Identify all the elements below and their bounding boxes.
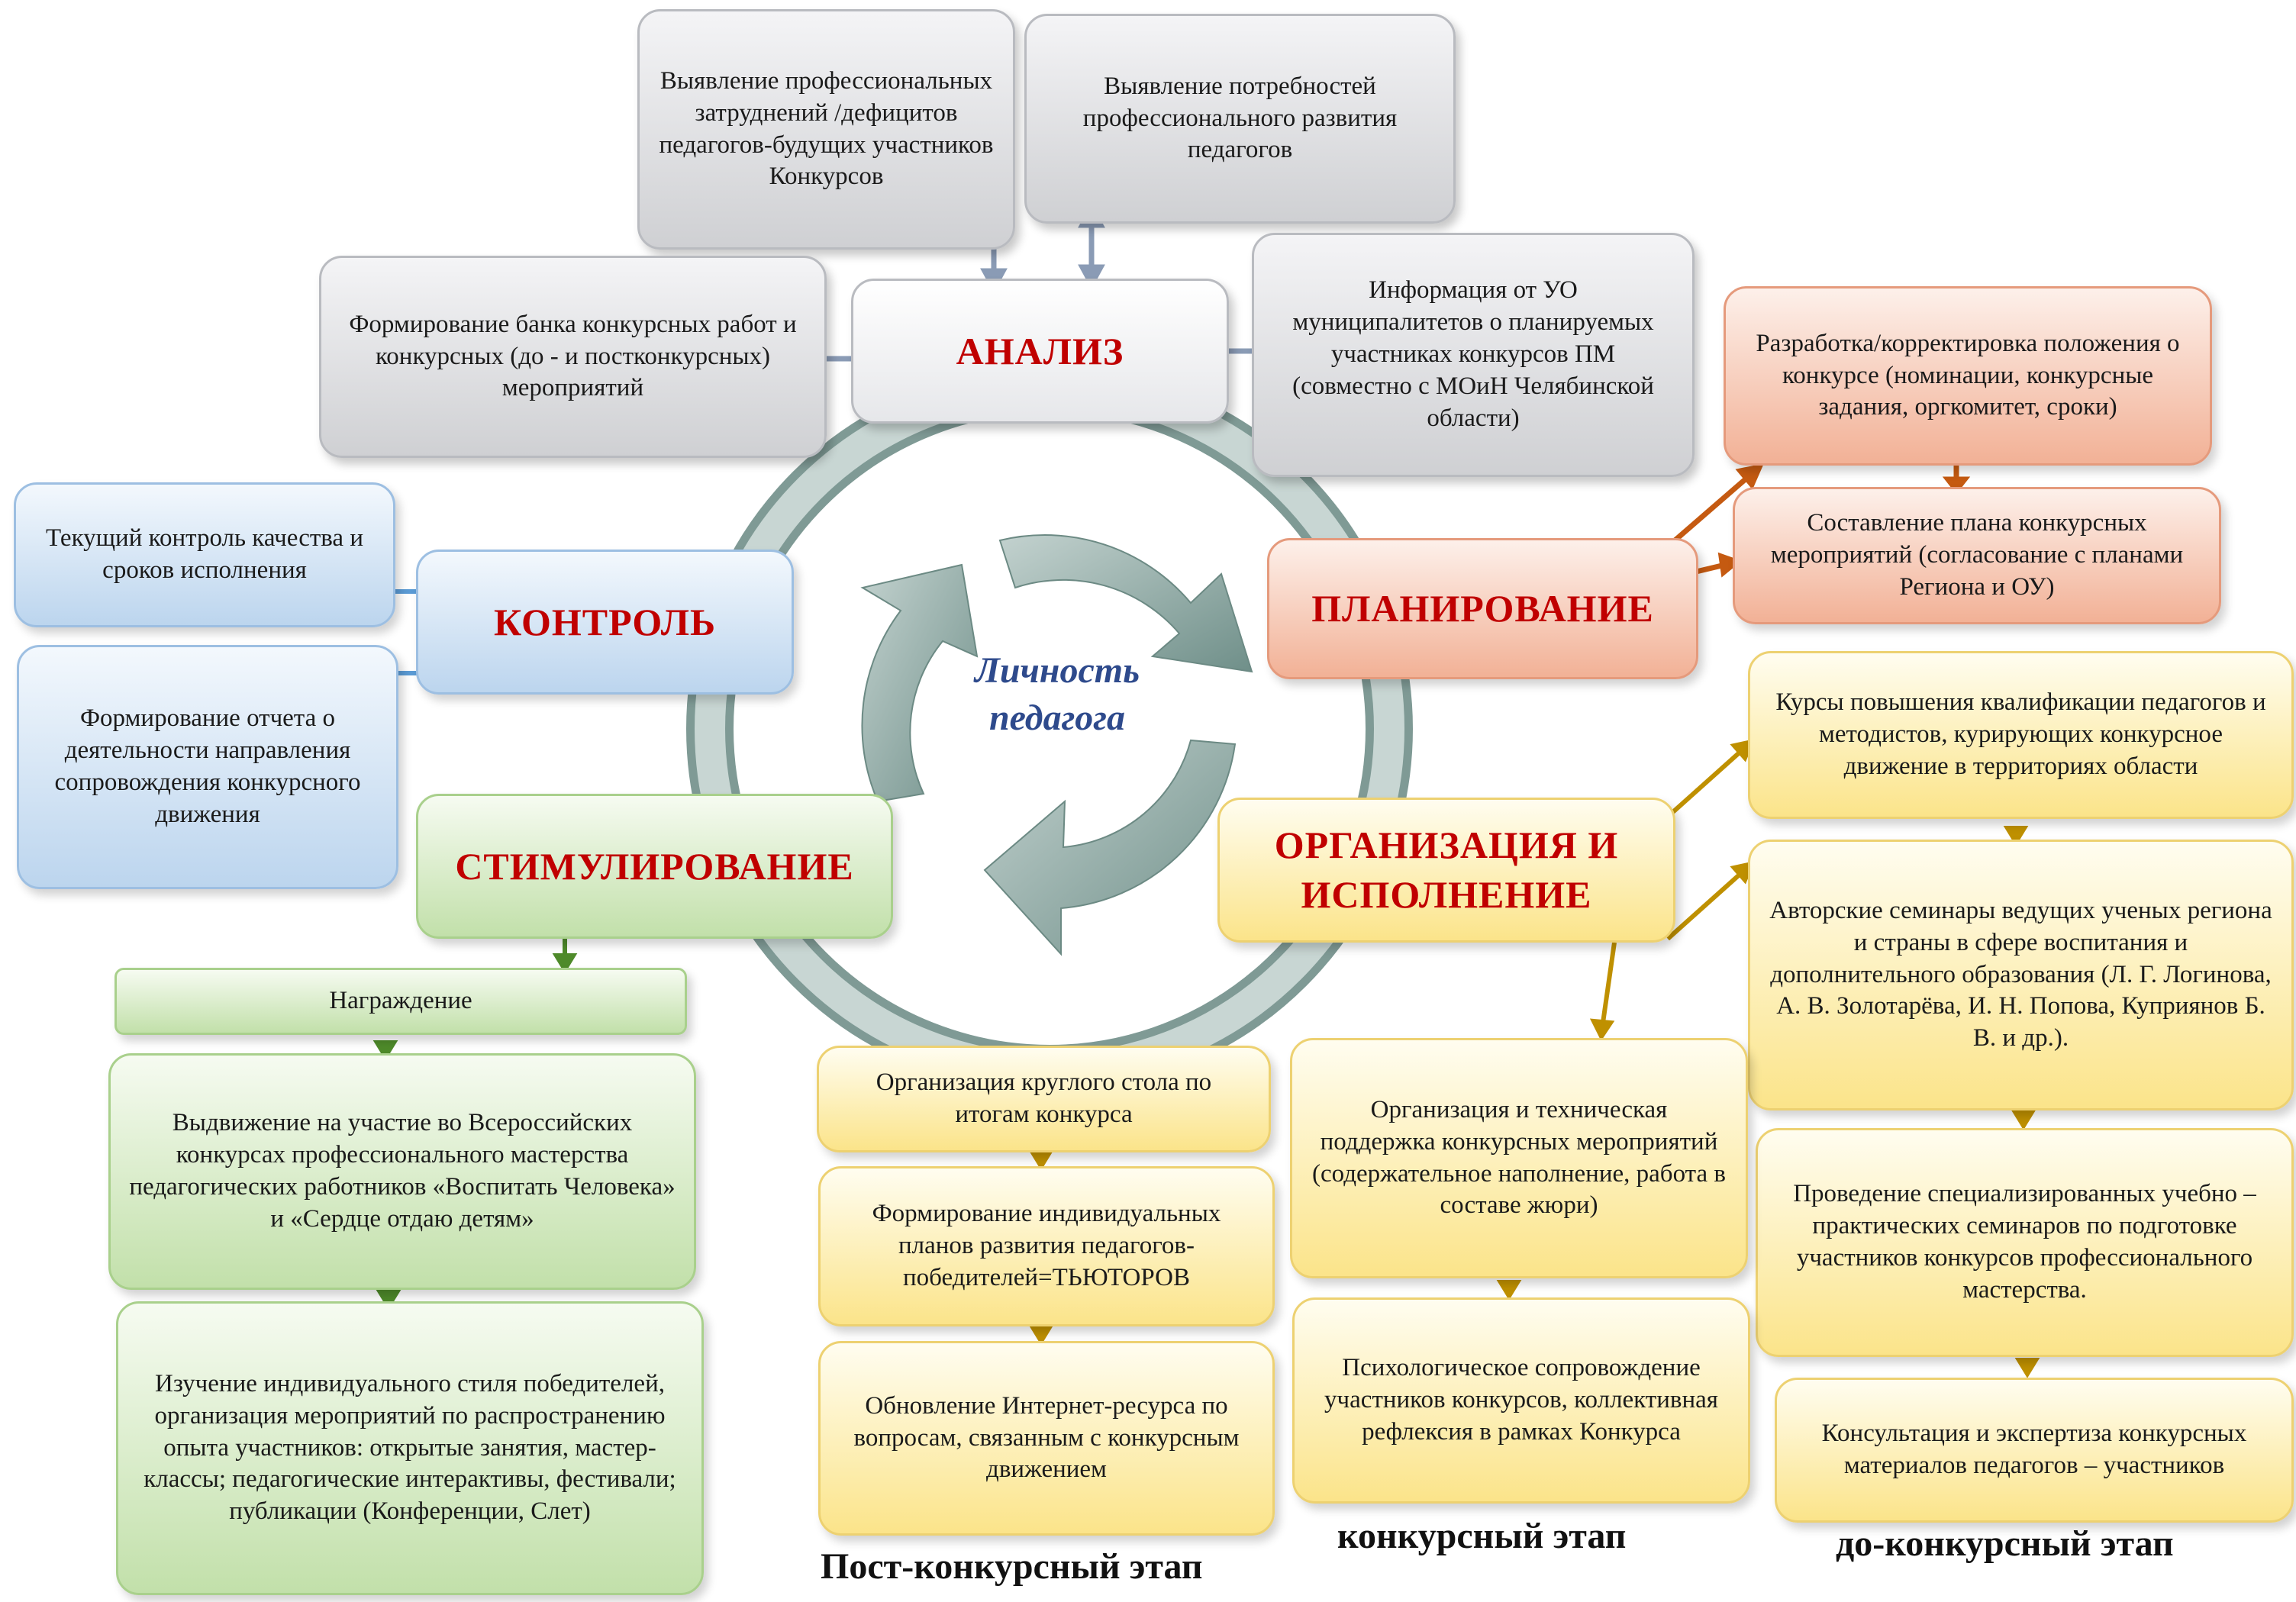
analysis-difficulties-box: Выявление профессиональных затруднений /… — [637, 9, 1015, 250]
contest-psych-text: Психологическое сопровождение участников… — [1324, 1354, 1718, 1446]
stimulation-header-box: СТИМУЛИРОВАНИЕ — [416, 794, 893, 939]
stimulation-nomination-box: Выдвижение на участие во Всероссийских к… — [108, 1053, 696, 1290]
planning-plan-box: Составление плана конкурсных мероприятий… — [1733, 487, 2221, 624]
organization-header: ОРГАНИЗАЦИЯ И ИСПОЛНЕНИЕ — [1274, 824, 1619, 916]
control-current-box: Текущий контроль качества и сроков испол… — [14, 482, 395, 627]
analysis-info-box: Информация от УО муниципалитетов о плани… — [1252, 233, 1695, 477]
pre-practical-text: Проведение специализированных учебно – п… — [1793, 1180, 2256, 1304]
control-report-box: Формирование отчета о деятельности напра… — [17, 645, 398, 889]
planning-regulation-box: Разработка/корректировка положения о кон… — [1724, 286, 2212, 466]
pre-consult-box: Консультация и экспертиза конкурсных мат… — [1775, 1378, 2294, 1523]
planning-plan-text: Составление плана конкурсных мероприятий… — [1770, 509, 2184, 601]
stimulation-study-box: Изучение индивидуального стиля победител… — [116, 1301, 704, 1595]
planning-header-box: ПЛАНИРОВАНИЕ — [1267, 538, 1698, 679]
control-header-box: КОНТРОЛЬ — [416, 550, 794, 695]
post-round-table-box: Организация круглого стола по итогам кон… — [817, 1046, 1271, 1152]
stage-label-contest: конкурсный этап — [1337, 1516, 1627, 1556]
stimulation-award-box: Награждение — [114, 968, 687, 1035]
pre-seminars-box: Авторские семинары ведущих ученых регион… — [1748, 840, 2294, 1110]
analysis-needs-text: Выявление потребностей профессионального… — [1082, 72, 1398, 164]
pre-seminars-text: Авторские семинары ведущих ученых регион… — [1769, 896, 2272, 1052]
post-plans-text: Формирование индивидуальных планов разви… — [872, 1200, 1221, 1291]
control-header: КОНТРОЛЬ — [493, 600, 717, 643]
planning-header: ПЛАНИРОВАНИЕ — [1311, 587, 1654, 630]
stimulation-award-text: Награждение — [329, 987, 472, 1015]
control-current-text: Текущий контроль качества и сроков испол… — [46, 524, 363, 584]
post-update-text: Обновление Интернет-ресурса по вопросам,… — [853, 1391, 1240, 1484]
organization-header-box: ОРГАНИЗАЦИЯ И ИСПОЛНЕНИЕ — [1217, 798, 1675, 943]
center-label: Личность педагога — [974, 650, 1140, 739]
analysis-bank-text: Формирование банка конкурсных работ и ко… — [349, 310, 797, 402]
stage-label-pre: до-конкурсный этап — [1836, 1523, 2174, 1564]
stimulation-nomination-text: Выдвижение на участие во Всероссийских к… — [129, 1109, 676, 1233]
analysis-difficulties-text: Выявление профессиональных затруднений /… — [659, 66, 994, 191]
planning-regulation-text: Разработка/корректировка положения о кон… — [1756, 329, 2180, 421]
pre-consult-text: Консультация и экспертиза конкурсных мат… — [1821, 1420, 2247, 1479]
analysis-info-text: Информация от УО муниципалитетов о плани… — [1292, 276, 1654, 432]
analysis-header-box: АНАЛИЗ — [851, 279, 1229, 424]
contest-psych-box: Психологическое сопровождение участников… — [1292, 1297, 1750, 1504]
analysis-bank-box: Формирование банка конкурсных работ и ко… — [319, 256, 827, 458]
contest-tech-text: Организация и техническая поддержка конк… — [1312, 1095, 1726, 1220]
cycle-arrows-icon — [860, 534, 1253, 956]
pre-courses-box: Курсы повышения квалификации педагогов и… — [1748, 651, 2294, 819]
control-report-text: Формирование отчета о деятельности напра… — [54, 704, 361, 828]
analysis-needs-box: Выявление потребностей профессионального… — [1024, 14, 1456, 224]
post-update-box: Обновление Интернет-ресурса по вопросам,… — [818, 1341, 1275, 1536]
analysis-header: АНАЛИЗ — [956, 329, 1124, 372]
stimulation-study-text: Изучение индивидуального стиля победител… — [144, 1369, 676, 1526]
stage-label-post: Пост-конкурсный этап — [821, 1546, 1203, 1587]
contest-tech-box: Организация и техническая поддержка конк… — [1290, 1038, 1748, 1278]
post-round-table-text: Организация круглого стола по итогам кон… — [876, 1069, 1212, 1128]
post-plans-box: Формирование индивидуальных планов разви… — [818, 1166, 1275, 1326]
pre-courses-text: Курсы повышения квалификации педагогов и… — [1775, 688, 2266, 780]
stimulation-header: СТИМУЛИРОВАНИЕ — [455, 844, 854, 888]
pre-practical-box: Проведение специализированных учебно – п… — [1756, 1128, 2294, 1357]
